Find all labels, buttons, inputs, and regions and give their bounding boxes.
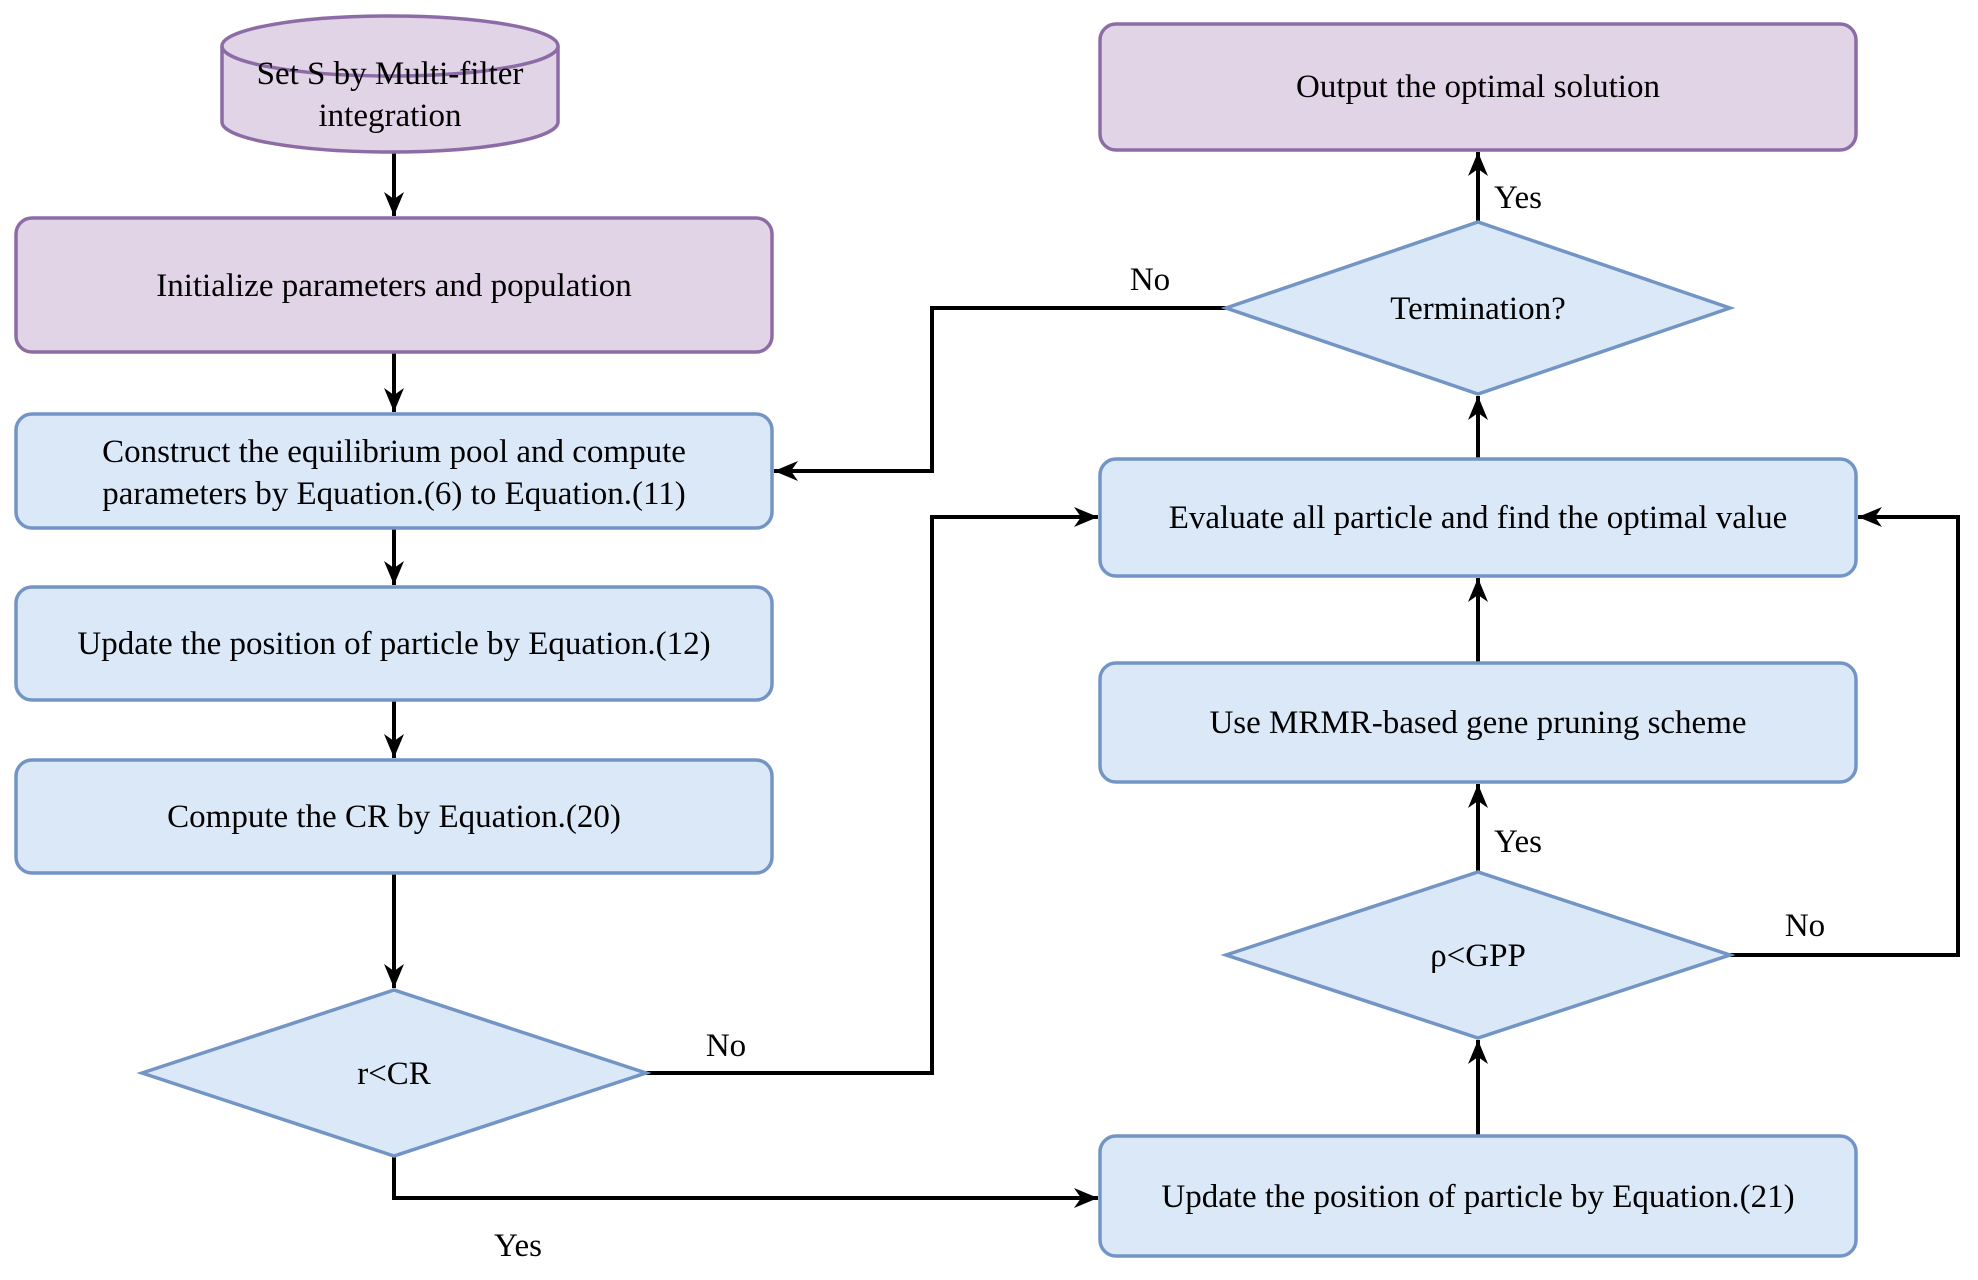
node-set-s-cylinder: Set S by Multi-filter integration [220, 14, 560, 154]
label-gpp-yes: Yes [1494, 824, 1542, 860]
edge-labels: Yes No No Yes Yes No [494, 180, 1825, 1264]
cylinder-top [220, 14, 560, 78]
node-construct-label-line2: parameters by Equation.(6) to Equation.(… [102, 476, 685, 512]
node-gpp-decision: ρ<GPP [1220, 870, 1736, 1040]
node-evaluate: Evaluate all particle and find the optim… [1098, 457, 1858, 578]
node-rcr-decision: r<CR [136, 988, 652, 1158]
edges [384, 152, 1960, 1208]
node-compute-cr-label: Compute the CR by Equation.(20) [167, 799, 621, 835]
node-construct-label-line1: Construct the equilibrium pool and compu… [102, 434, 686, 470]
node-initialize-label: Initialize parameters and population [156, 268, 632, 304]
node-update21: Update the position of particle by Equat… [1098, 1134, 1858, 1258]
node-mrmr-box [1098, 661, 1858, 784]
edge-termination-no-to-construct [774, 306, 1226, 481]
node-output-box [1098, 22, 1858, 152]
label-gpp-no: No [1785, 908, 1825, 944]
edge-gpp-no-to-evaluate [1730, 507, 1960, 957]
node-gpp-label: ρ<GPP [1430, 938, 1526, 974]
node-update21-label: Update the position of particle by Equat… [1161, 1179, 1794, 1215]
node-gpp-diamond [1220, 870, 1736, 1040]
node-mrmr-label: Use MRMR-based gene pruning scheme [1209, 705, 1746, 741]
node-compute-cr-box [14, 758, 774, 875]
node-rcr-diamond [136, 988, 652, 1158]
node-evaluate-box [1098, 457, 1858, 578]
label-termination-yes: Yes [1494, 180, 1542, 216]
node-termination-decision: Termination? [1220, 220, 1736, 396]
node-set-s-label-line1: Set S by Multi-filter [257, 56, 524, 92]
node-compute-cr: Compute the CR by Equation.(20) [14, 758, 774, 875]
node-initialize: Initialize parameters and population [14, 216, 774, 354]
node-update12-label: Update the position of particle by Equat… [77, 626, 710, 662]
node-output: Output the optimal solution [1098, 22, 1858, 152]
node-initialize-box [14, 216, 774, 354]
node-output-label: Output the optimal solution [1296, 69, 1660, 105]
node-set-s-label-line2: integration [319, 98, 462, 134]
node-mrmr: Use MRMR-based gene pruning scheme [1098, 661, 1858, 784]
node-evaluate-label: Evaluate all particle and find the optim… [1169, 500, 1788, 536]
node-construct: Construct the equilibrium pool and compu… [14, 412, 774, 530]
node-termination-diamond [1220, 220, 1736, 396]
label-rcr-yes: Yes [494, 1228, 542, 1264]
node-update12: Update the position of particle by Equat… [14, 585, 774, 702]
label-rcr-no: No [706, 1028, 746, 1064]
node-update21-box [1098, 1134, 1858, 1258]
node-construct-box [14, 412, 774, 530]
node-rcr-label: r<CR [357, 1056, 431, 1092]
label-termination-no: No [1130, 262, 1170, 298]
edge-rcr-yes-to-update21 [392, 1156, 1098, 1208]
node-update12-box [14, 585, 774, 702]
edge-rcr-no-to-evaluate [646, 507, 1098, 1075]
node-termination-label: Termination? [1390, 291, 1565, 327]
